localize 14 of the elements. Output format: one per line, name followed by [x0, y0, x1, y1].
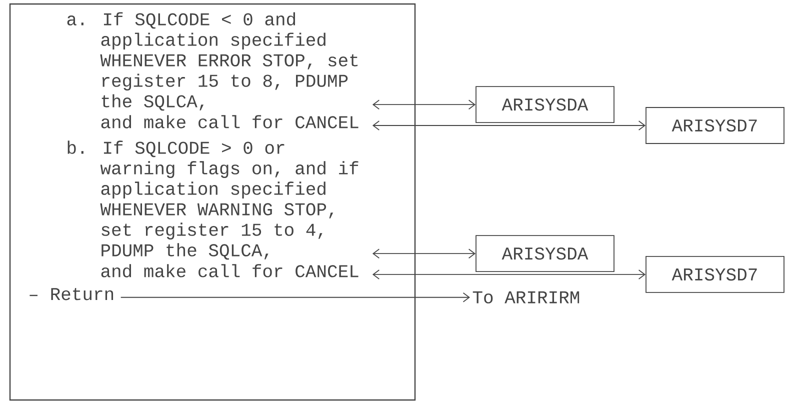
- module-box: ARISYSDA: [476, 86, 614, 124]
- destination-text: To ARIRIRM: [472, 291, 580, 304]
- module-box: ARISYSD7: [646, 256, 784, 293]
- arrow: [372, 270, 646, 280]
- module-box: ARISYSDA: [476, 235, 614, 272]
- instruction-text: and make call for CANCEL: [101, 264, 358, 278]
- arrow: [372, 120, 646, 130]
- return-text: – Return: [30, 288, 114, 300]
- frame-box: [9, 3, 416, 401]
- arrow: [372, 100, 476, 110]
- module-box: ARISYSD7: [646, 107, 784, 144]
- instruction-text: and make call for CANCEL: [101, 115, 358, 128]
- arrow: [120, 292, 470, 302]
- arrow: [372, 248, 476, 259]
